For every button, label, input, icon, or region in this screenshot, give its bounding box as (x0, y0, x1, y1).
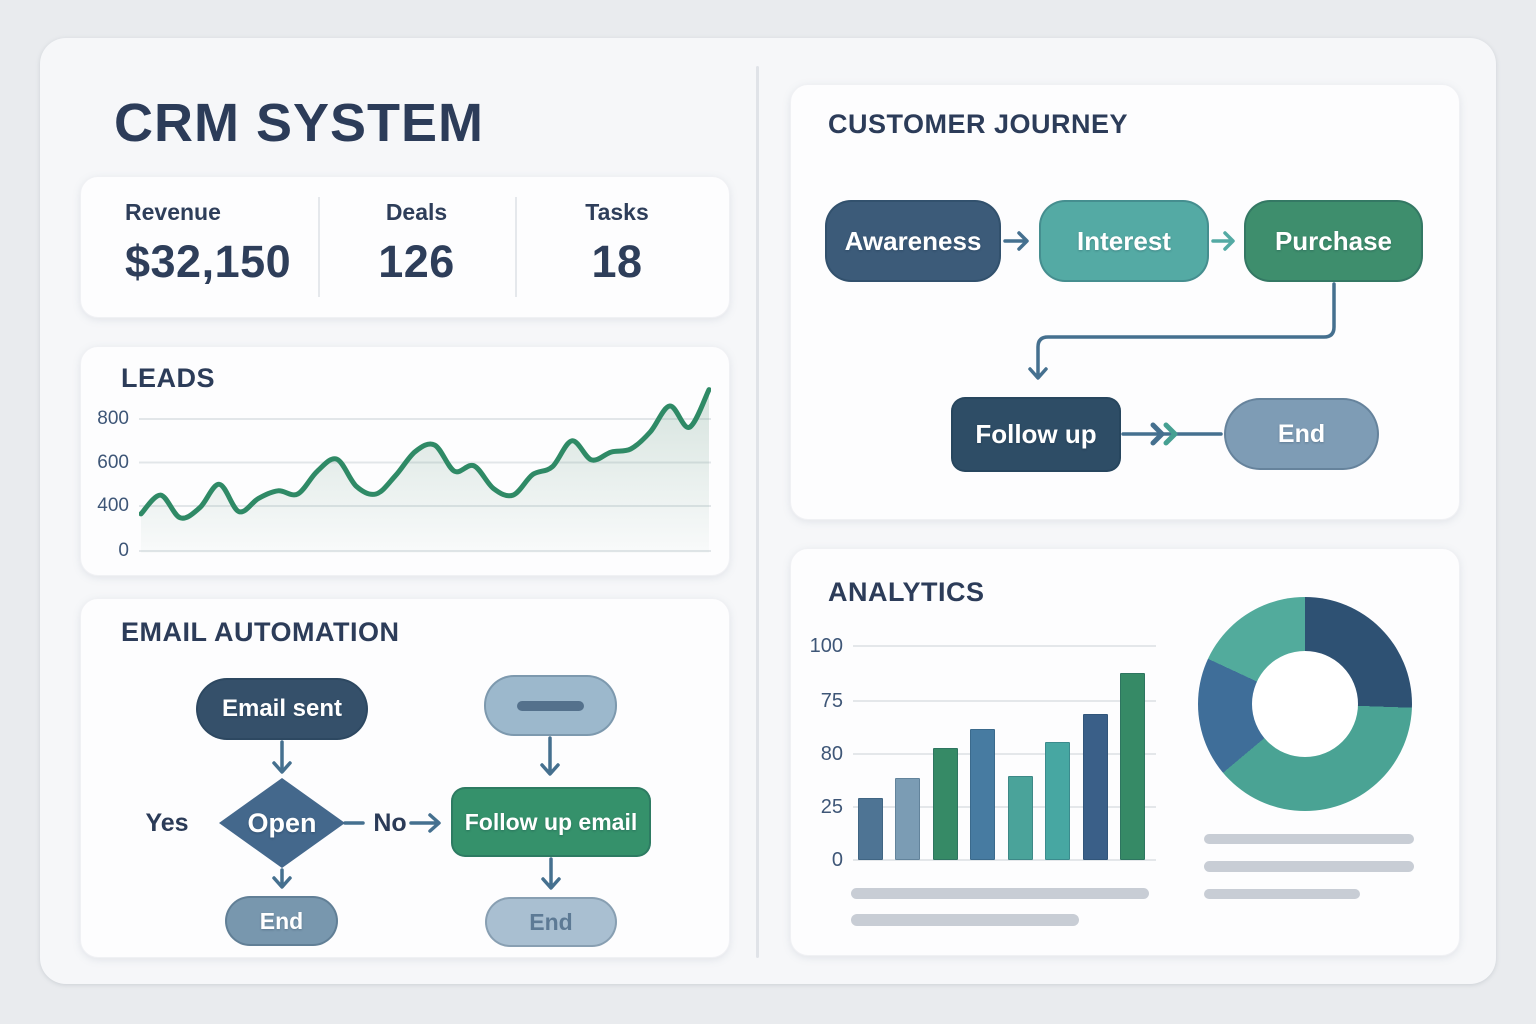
column-divider (756, 66, 759, 958)
y-axis-tick: 100 (809, 635, 843, 657)
divider (318, 197, 320, 297)
arrow-down-icon (272, 740, 292, 774)
leads-card: LEADS 800 600 400 0 (80, 346, 730, 576)
bar (933, 748, 958, 860)
email-automation-title: EMAIL AUTOMATION (121, 617, 400, 647)
interest-node: Interest (1039, 200, 1209, 282)
bar (1008, 776, 1033, 860)
donut-hole (1252, 651, 1358, 757)
gridline (853, 700, 1156, 702)
end-node: End (485, 897, 617, 947)
double-chevron-icon (1150, 422, 1178, 446)
email-sent-node: Email sent (196, 678, 368, 740)
leads-title: LEADS (121, 363, 216, 393)
bar (895, 778, 920, 860)
yes-label: Yes (145, 809, 189, 837)
stat-revenue: Revenue $32,150 (125, 177, 315, 317)
stat-value: 126 (378, 236, 455, 287)
email-automation-card: EMAIL AUTOMATION Email sent Open Yes No … (80, 598, 730, 958)
stat-label: Revenue (125, 199, 221, 225)
analytics-card: ANALYTICS 100 75 80 25 0 (790, 548, 1460, 956)
y-axis-tick: 600 (97, 451, 129, 473)
analytics-title: ANALYTICS (828, 577, 985, 607)
awareness-node: Awareness (825, 200, 1001, 282)
follow-up-node: Follow up (951, 397, 1121, 472)
arrow-down-icon (272, 868, 292, 889)
decision-label: Open (247, 807, 317, 838)
end-node: End (1224, 398, 1379, 470)
decision-diamond-node: Open (219, 778, 345, 868)
placeholder-line (851, 888, 1149, 899)
area-fill (141, 389, 709, 553)
no-label: No (373, 809, 407, 837)
end-node: End (225, 896, 338, 946)
gridline (853, 753, 1156, 755)
y-axis-tick: 0 (831, 849, 843, 871)
stat-tasks: Tasks 18 (517, 177, 717, 317)
bar (1045, 742, 1070, 860)
arrow-down-icon (541, 857, 561, 890)
bar (970, 729, 995, 860)
y-axis-tick: 0 (118, 540, 129, 561)
placeholder-line (851, 914, 1079, 926)
stat-value: $32,150 (125, 236, 292, 287)
dash-icon (517, 700, 584, 711)
bar (1083, 714, 1108, 860)
placeholder-line (1204, 834, 1414, 844)
y-axis-tick: 75 (820, 690, 843, 712)
trend-line (139, 387, 711, 521)
customer-journey-title: CUSTOMER JOURNEY (828, 109, 1129, 139)
stat-deals: Deals 126 (320, 177, 513, 317)
stat-label: Deals (385, 199, 448, 225)
y-axis-tick: 800 (97, 408, 129, 429)
placeholder-pill-node (484, 675, 617, 736)
arrow-down-icon (540, 736, 560, 776)
stats-card: Revenue $32,150 Deals 126 Tasks 18 (80, 176, 730, 318)
arrow-right-icon (1003, 231, 1029, 251)
placeholder-line (1204, 889, 1360, 899)
y-axis-tick: 25 (820, 796, 843, 818)
placeholder-line (1204, 861, 1414, 872)
bar (1120, 673, 1145, 860)
gridline (853, 859, 1156, 861)
gridline (853, 645, 1156, 647)
gridline (853, 806, 1156, 808)
page-title: CRM SYSTEM (114, 93, 485, 153)
y-axis-tick: 400 (97, 495, 129, 516)
purchase-node: Purchase (1244, 200, 1423, 282)
bar (858, 798, 883, 860)
divider (515, 197, 517, 297)
arrow-right-icon (409, 813, 441, 833)
stat-value: 18 (591, 236, 643, 287)
follow-up-email-node: Follow up email (451, 787, 651, 857)
arrow-right-icon (1211, 231, 1235, 251)
y-axis-tick: 80 (820, 743, 843, 765)
flow-connectors (272, 736, 561, 890)
donut-chart (1198, 597, 1412, 811)
customer-journey-card: CUSTOMER JOURNEY Awareness Interest Purc… (790, 84, 1460, 520)
stat-label: Tasks (585, 199, 649, 225)
elbow-connector (1028, 282, 1336, 380)
leads-line-chart (139, 387, 711, 553)
